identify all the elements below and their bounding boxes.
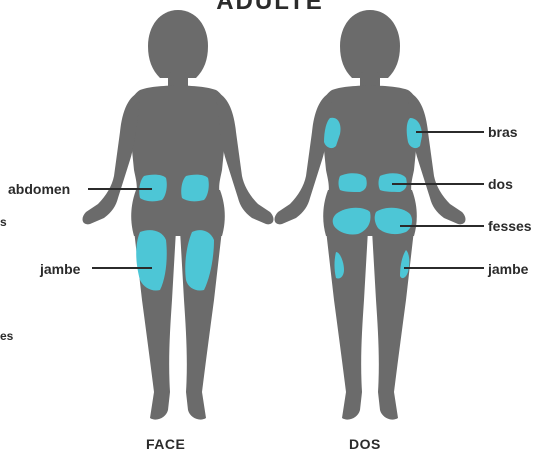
- caption-back: DOS: [349, 436, 381, 452]
- cutoff-text-1: s: [0, 214, 7, 230]
- label-arm: bras: [488, 124, 518, 140]
- back-arm-right: [408, 92, 465, 224]
- front-site-abdomen-right: [181, 175, 209, 202]
- back-leg-left: [326, 230, 368, 420]
- label-back-leg: jambe: [488, 261, 528, 277]
- front-site-leg-left: [136, 230, 167, 290]
- cutoff-text-2: es: [0, 328, 13, 344]
- back-site-back-right: [379, 173, 407, 192]
- label-abdomen: abdomen: [8, 181, 70, 197]
- back-site-back-left: [339, 173, 367, 192]
- front-arm-left: [83, 92, 140, 224]
- label-buttocks: fesses: [488, 218, 532, 234]
- label-back: dos: [488, 176, 513, 192]
- front-figure: [83, 10, 274, 420]
- back-arm-left: [275, 92, 332, 224]
- label-front-leg: jambe: [40, 261, 80, 277]
- caption-front: FACE: [146, 436, 185, 452]
- front-arm-right: [216, 92, 273, 224]
- front-head: [148, 10, 208, 78]
- back-head: [340, 10, 400, 78]
